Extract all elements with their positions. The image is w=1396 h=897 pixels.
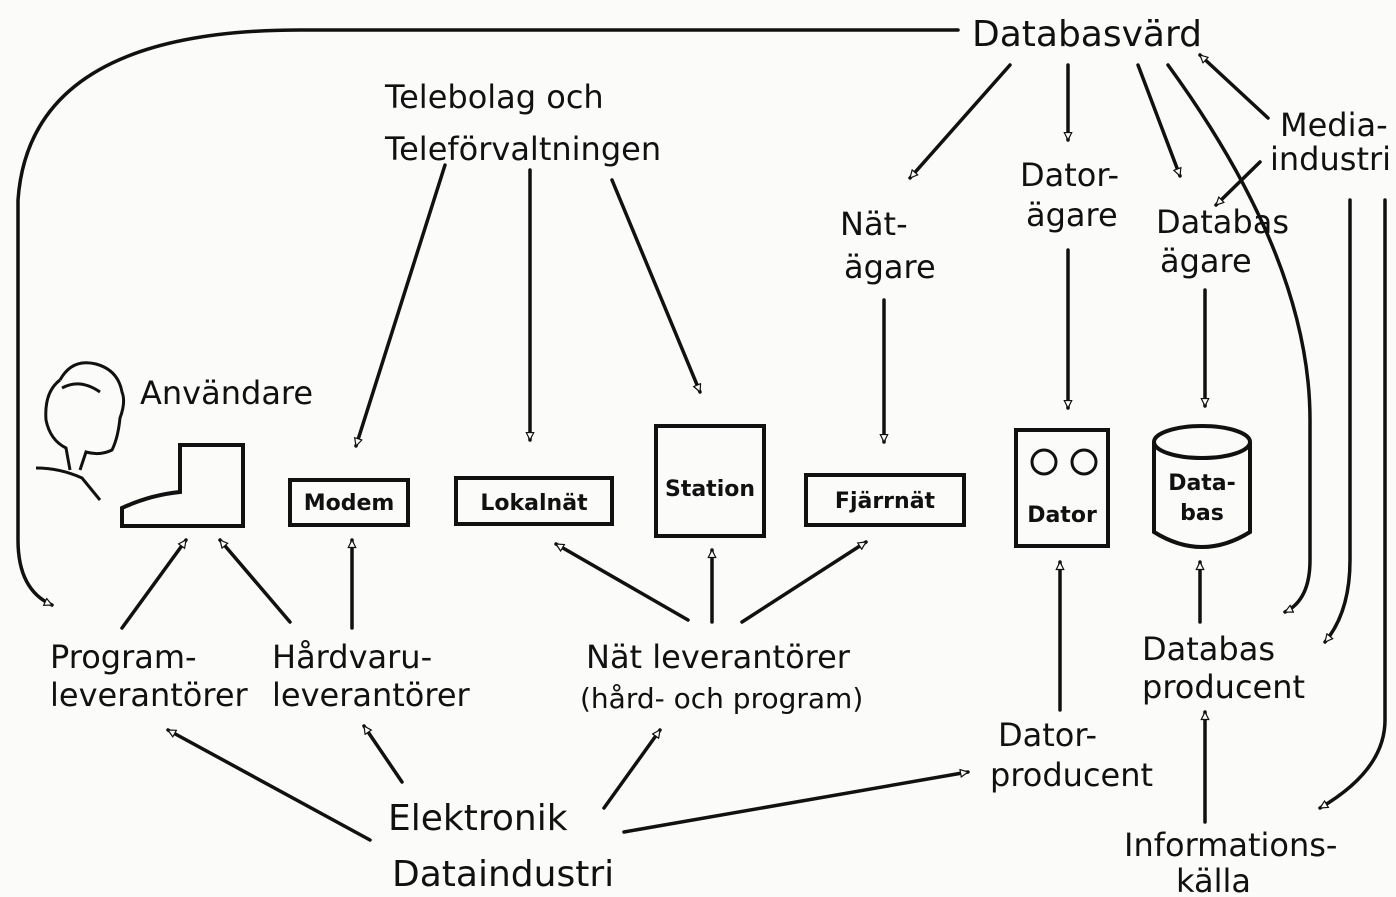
node-telebolag-line2: Teleförvaltningen [384,130,661,168]
node-hardvarulev-line1: Hårdvaru- [272,638,432,676]
edge-media-databasagare [1214,160,1262,207]
node-lokalnat: Lokalnät [480,491,588,516]
node-datoragare-line2: ägare [1026,196,1118,234]
edge-natlev-fjarrnat [740,540,868,624]
shapes [35,361,1252,549]
edges [16,28,1387,842]
edge-elektronik-programlev [166,728,372,842]
edge-media-databasvard [1198,53,1270,120]
node-fjarrnat: Fjärrnät [835,489,936,514]
node-databas-line2: bas [1180,501,1224,526]
dator-knob-left [1030,448,1058,476]
node-infokalla-line1: Informations- [1124,826,1337,864]
node-modem: Modem [304,491,395,516]
lokalnat-box [454,476,614,526]
edge-elektronik-natlev [602,728,662,810]
node-dator: Dator [1027,503,1097,528]
node-natlev-line1: Nät leverantörer [586,638,851,676]
node-databasagare-line2: ägare [1160,242,1252,280]
databas-cylinder [1152,424,1252,549]
node-natagare-line2: ägare [844,248,936,286]
node-programlev-line1: Program- [50,638,197,676]
node-databas-line1: Data- [1168,471,1236,496]
edge-databasvard-databasprod [1166,63,1312,614]
node-infokalla-line2: källa [1176,862,1251,897]
node-anvandare: Användare [140,374,313,412]
node-hardvarulev-line2: leverantörer [272,676,471,714]
node-databasprod-line2: producent [1142,668,1305,706]
node-telebolag-line1: Telebolag och [384,78,604,116]
edge-natlev-lokalnat [554,542,690,622]
node-media-line1: Media- [1280,106,1388,144]
node-natlev-line2: (hård- och program) [580,682,863,715]
node-datorprod-line1: Dator- [998,716,1097,754]
fjarrnat-box [804,473,966,527]
user-icon [35,361,126,501]
edge-databasvard-anvandare [16,28,960,607]
labels: Databasvärd Telebolag och Teleförvaltnin… [50,14,1391,897]
node-station: Station [665,477,755,502]
node-databasvard: Databasvärd [972,14,1202,55]
node-media-line2: industri [1270,140,1391,178]
node-datoragare-line1: Dator- [1020,156,1119,194]
modem-box [288,478,410,527]
dator-knob-right [1070,448,1098,476]
node-dataindustri: Dataindustri [392,854,614,895]
dator-box [1014,428,1110,548]
edge-databasvard-natagare [908,63,1012,180]
edge-media-databasprod [1323,198,1352,644]
node-natagare-line1: Nät- [840,205,908,243]
edge-elektronik-hardvarulev [362,724,404,784]
node-databasagare-line1: Databas [1156,203,1289,241]
edge-databasvard-databasagare [1136,63,1182,178]
node-programlev-line2: leverantörer [50,676,249,714]
edge-elektronik-datorprod [622,772,970,834]
terminal-shape [120,443,245,528]
edge-programlev-terminal [120,538,188,630]
node-elektronik: Elektronik [388,798,568,839]
station-box [654,424,766,538]
node-databasprod-line1: Databas [1142,630,1275,668]
edge-media-infokalla [1318,198,1387,810]
node-datorprod-line2: producent [990,756,1153,794]
edge-hardvarulev-terminal [218,538,292,624]
edge-telebolag-station [610,178,702,394]
edge-telebolag-modem [356,163,447,448]
